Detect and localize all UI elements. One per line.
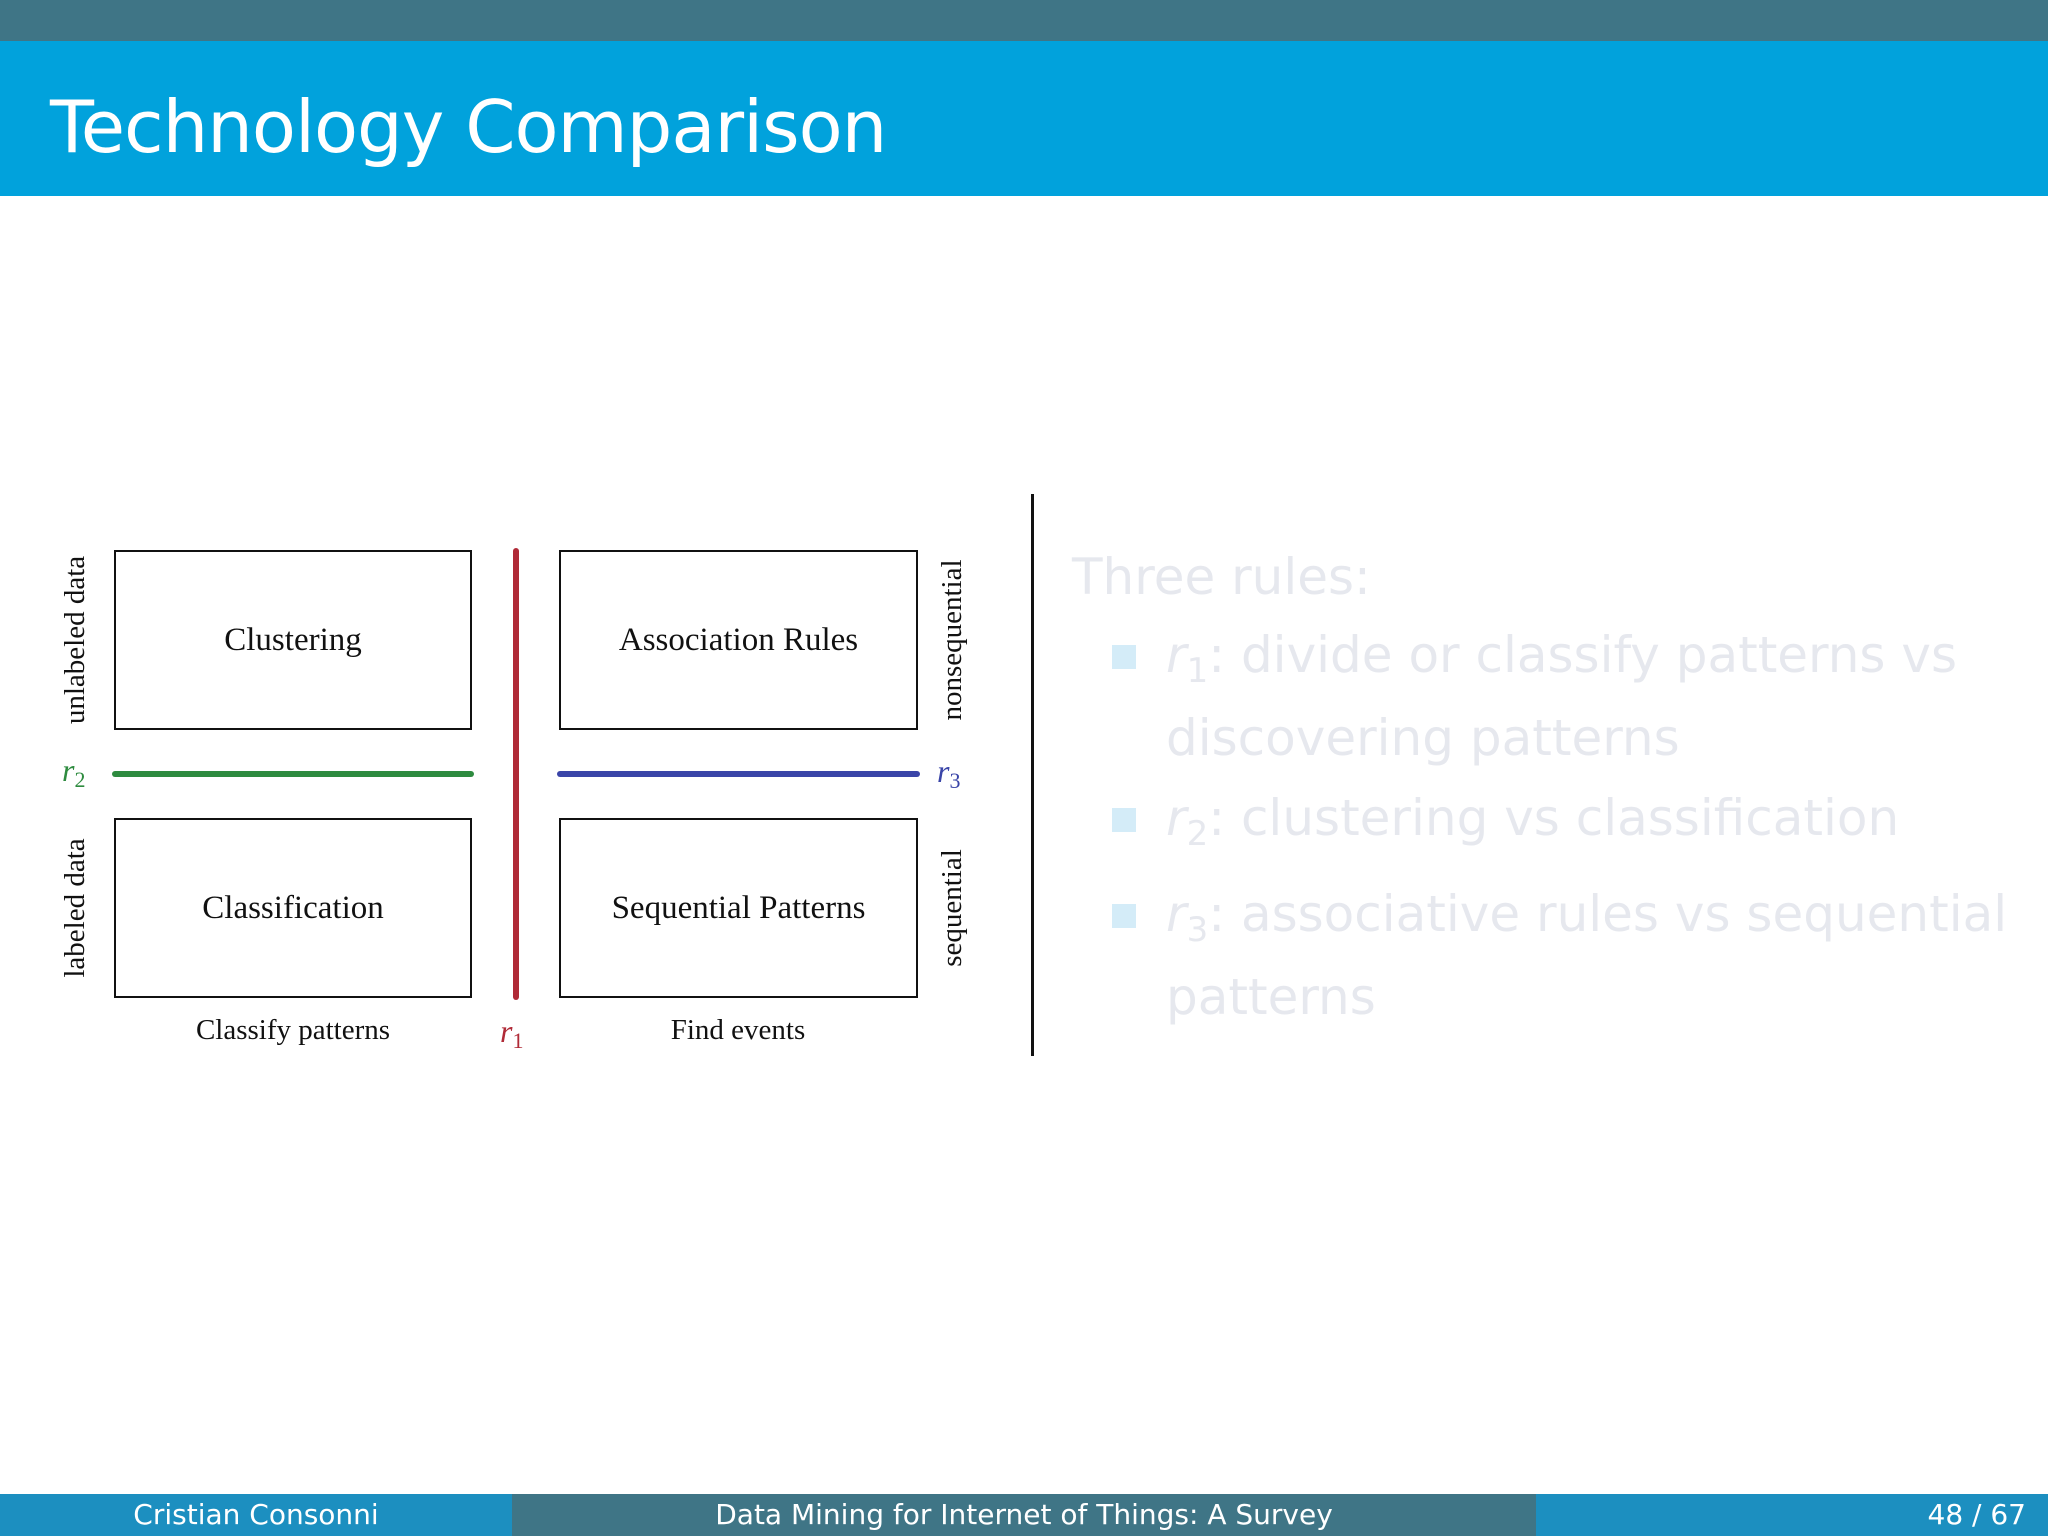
association-rules-label: Association Rules [618, 621, 859, 658]
classify-patterns-label: Classify patterns [195, 1014, 391, 1046]
rule-symbol: r1 [1166, 626, 1209, 691]
bullet-square-icon [1112, 645, 1136, 669]
rule-symbol: r3 [1166, 885, 1209, 950]
footer-title: Data Mining for Internet of Things: A Su… [512, 1494, 1536, 1536]
rule-text: : associative rules vs sequential patter… [1166, 885, 2008, 1026]
nonsequential-label: nonsequential [936, 559, 968, 721]
clustering-label: Clustering [224, 621, 362, 658]
top-strip [0, 0, 2048, 41]
find-events-label: Find events [670, 1014, 806, 1046]
rule-item-r2: r2: clustering vs classification [1072, 785, 2022, 868]
rule-r1-label: r1 [500, 1013, 524, 1053]
clustering-box: Clustering [114, 550, 472, 730]
rule-text: : clustering vs classification [1208, 789, 1900, 847]
footer: Cristian Consonni Data Mining for Intern… [0, 1494, 2048, 1536]
title-bar [0, 41, 2048, 196]
rule-item-r1: r1: divide or classify patterns vs disco… [1072, 622, 2022, 772]
rules-list: Three rules: r1: divide or classify patt… [1072, 545, 2022, 1031]
rule-r2-line [112, 771, 474, 777]
bullet-square-icon [1112, 904, 1136, 928]
classification-label: Classification [202, 889, 384, 926]
footer-author: Cristian Consonni [0, 1494, 512, 1536]
unlabeled-data-label: unlabeled data [59, 555, 91, 725]
rule-r1-line [513, 548, 519, 1000]
footer-page-number: 48 / 67 [1536, 1494, 2048, 1536]
bullet-square-icon [1112, 808, 1136, 832]
rule-r3-line [557, 771, 920, 777]
column-separator [1031, 494, 1034, 1056]
sequential-patterns-box: Sequential Patterns [559, 818, 918, 998]
rules-heading: Three rules: [1072, 548, 1371, 606]
labeled-data-label: labeled data [59, 838, 91, 978]
sequential-label: sequential [936, 849, 968, 967]
classification-box: Classification [114, 818, 472, 998]
rule-r3-label: r3 [937, 753, 961, 793]
rule-item-r3: r3: associative rules vs sequential patt… [1072, 881, 2022, 1031]
association-rules-box: Association Rules [559, 550, 918, 730]
rule-text: : divide or classify patterns vs discove… [1166, 626, 1958, 767]
rule-r2-label: r2 [62, 752, 86, 792]
slide-title: Technology Comparison [50, 85, 887, 169]
rule-symbol: r2 [1166, 789, 1209, 854]
sequential-patterns-label: Sequential Patterns [611, 889, 866, 926]
